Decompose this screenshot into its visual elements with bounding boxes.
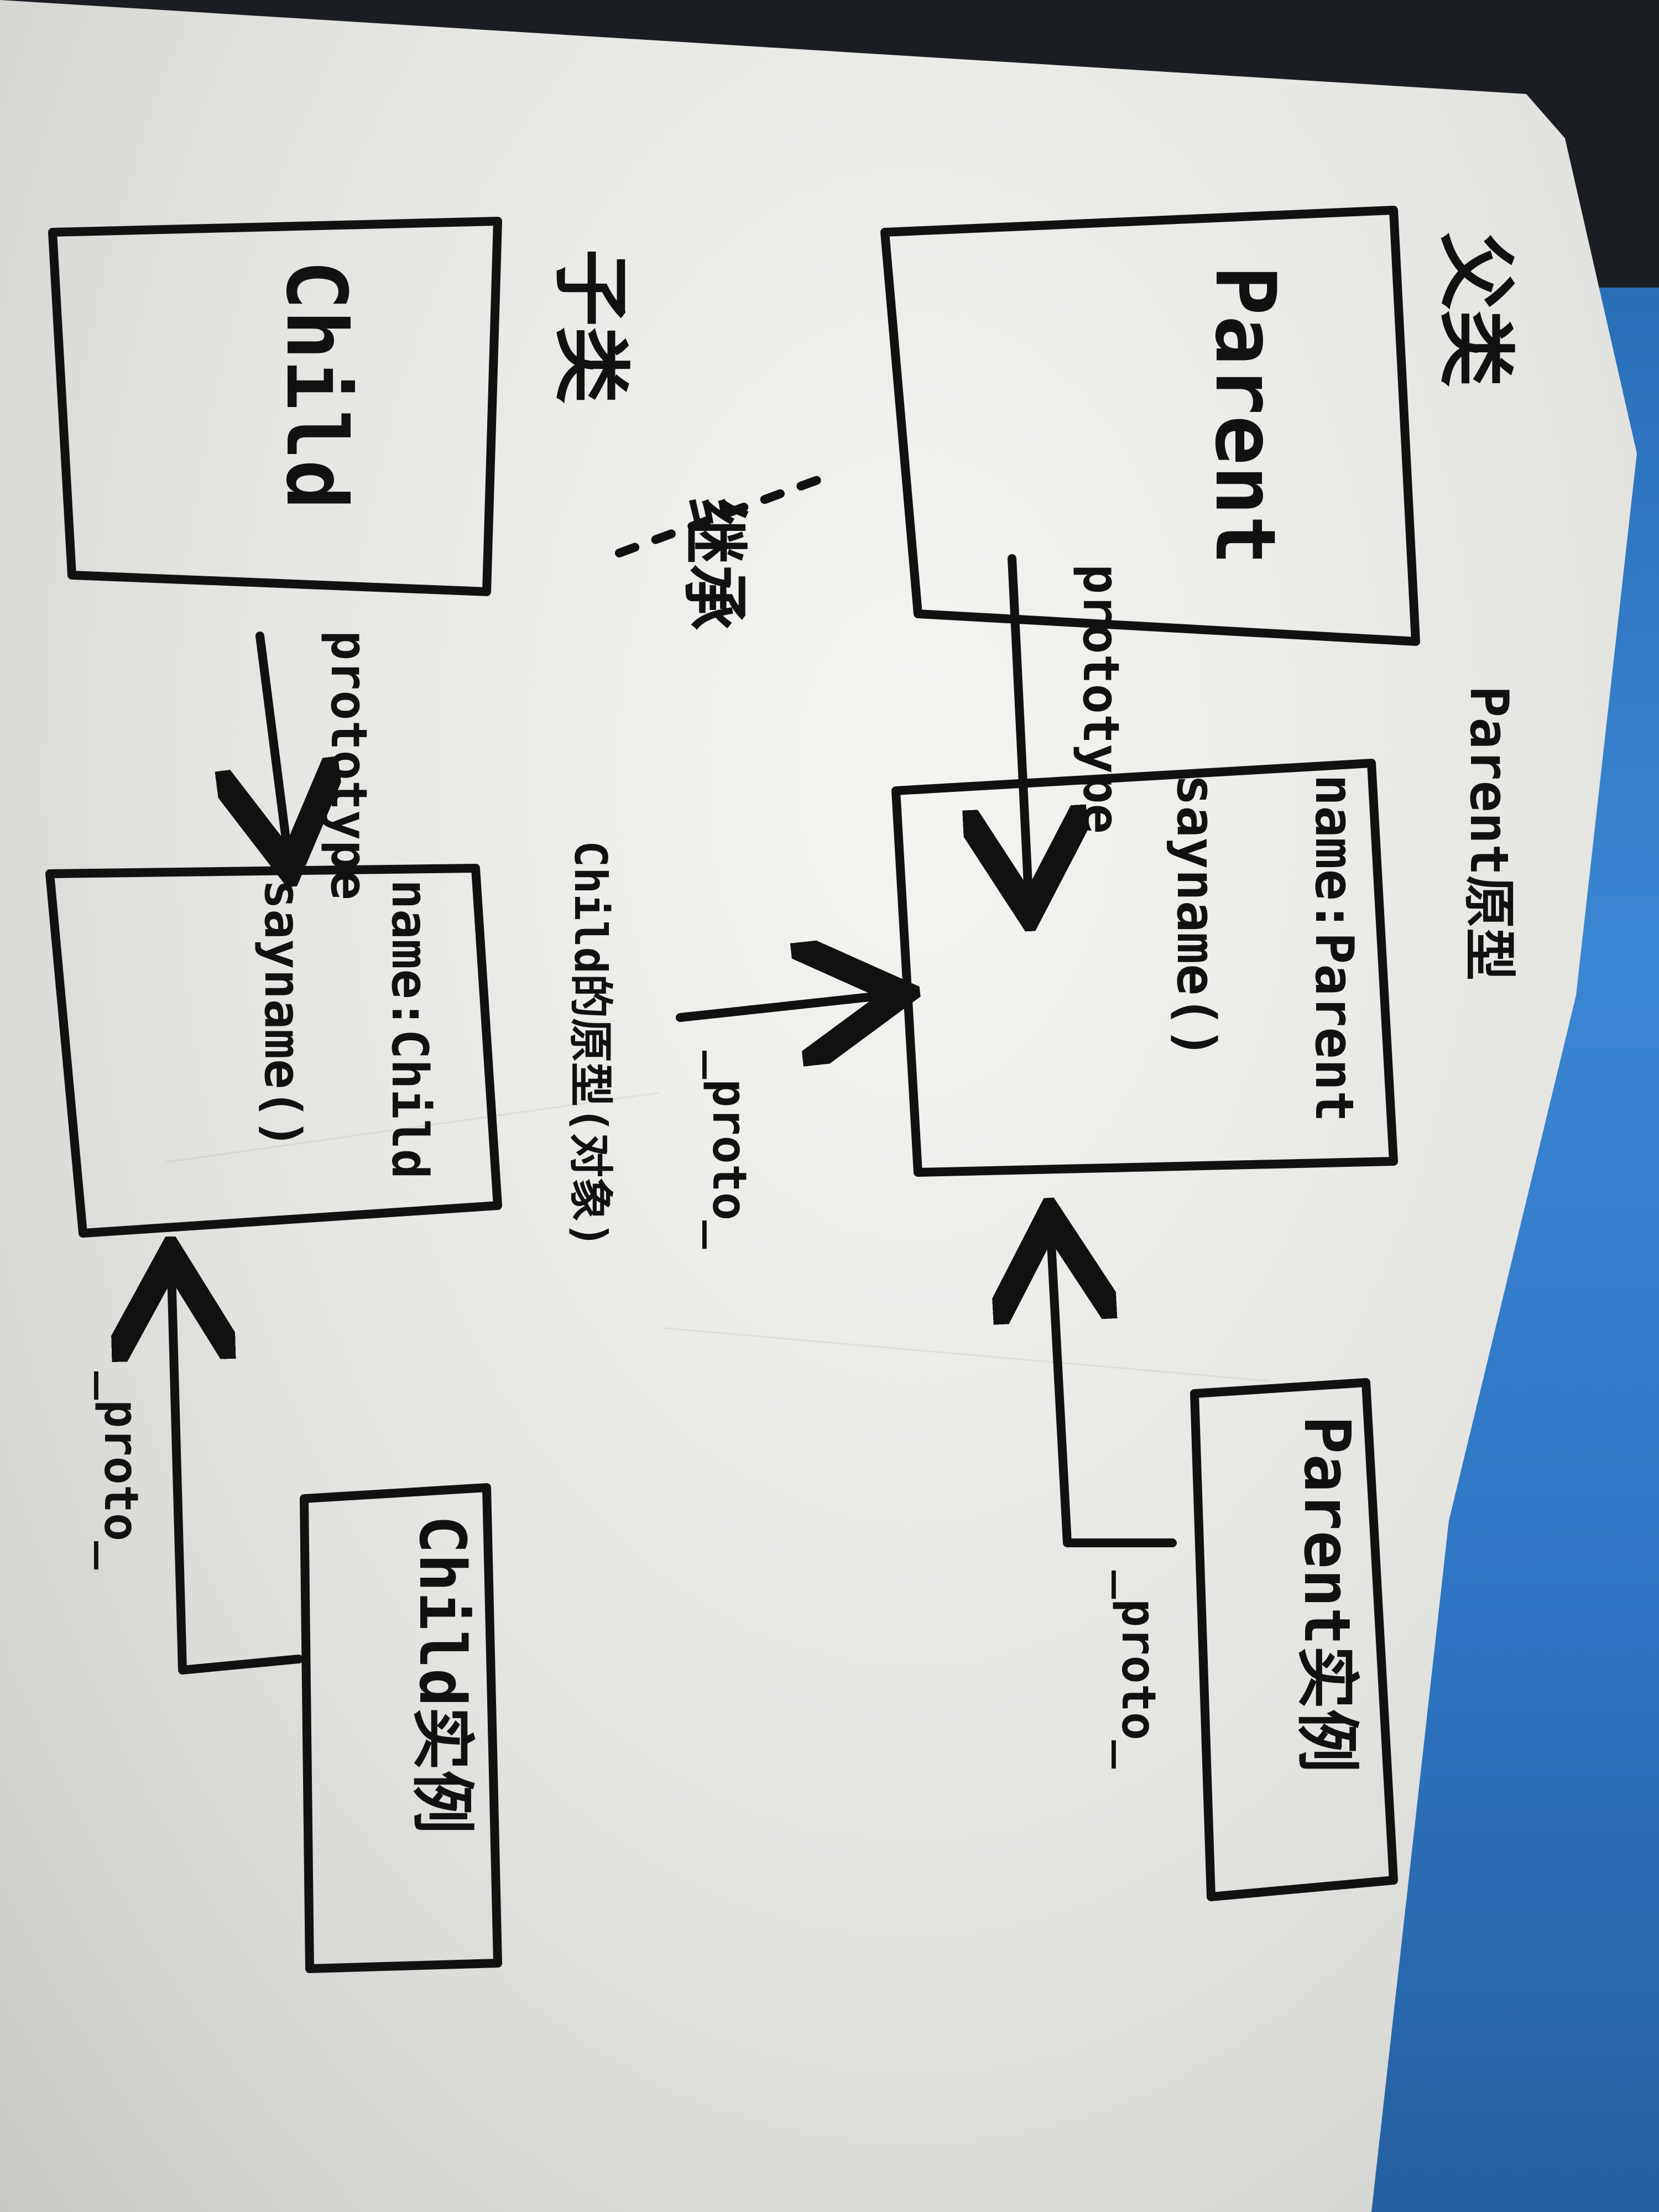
parent-proto-item: sayname(): [1165, 774, 1226, 1059]
parent-instance-proto-arrow: [1051, 1233, 1177, 1547]
inherit-label: 继承: [675, 498, 752, 630]
parent-instance-label: Parent实例: [1290, 1416, 1364, 1772]
parent-prototype-arrow: [1012, 554, 1029, 896]
parent-class-tag: 父类: [1430, 232, 1520, 387]
child-class-label: Child: [268, 260, 364, 510]
child-proto-item: name:Child: [380, 879, 439, 1179]
child-proto-to-parent-proto-arrow: [676, 995, 885, 1018]
parent-proto-item: name:Parent: [1303, 774, 1364, 1122]
parent-class-label: Parent: [1197, 265, 1293, 565]
child-instance-label: Child实例: [405, 1515, 479, 1834]
child-instance-proto-label: _proto_: [93, 1371, 148, 1570]
child-instance-proto-arrow: [171, 1272, 303, 1674]
child-instance-box: [300, 1483, 502, 1973]
parent-instance-box: [1190, 1378, 1398, 1901]
child-proto-to-parent-proto-label: _proto_: [702, 1051, 757, 1249]
parent-proto-caption: Parent原型: [1458, 686, 1519, 980]
parent-prototype-label: prototype: [1072, 564, 1130, 834]
child-class-box: [48, 217, 502, 596]
child-prototype-arrow: [260, 632, 288, 852]
child-class-tag: 子类: [545, 249, 635, 404]
inherit-dashed-line: [615, 471, 834, 557]
parent-instance-proto-label: _proto_: [1111, 1571, 1166, 1769]
child-proto-item: sayname(): [253, 879, 311, 1149]
child-proto-caption: Child的原型(对象): [565, 841, 616, 1248]
parent-class-box: [880, 206, 1420, 646]
child-prototype-label: prototype: [320, 630, 378, 900]
